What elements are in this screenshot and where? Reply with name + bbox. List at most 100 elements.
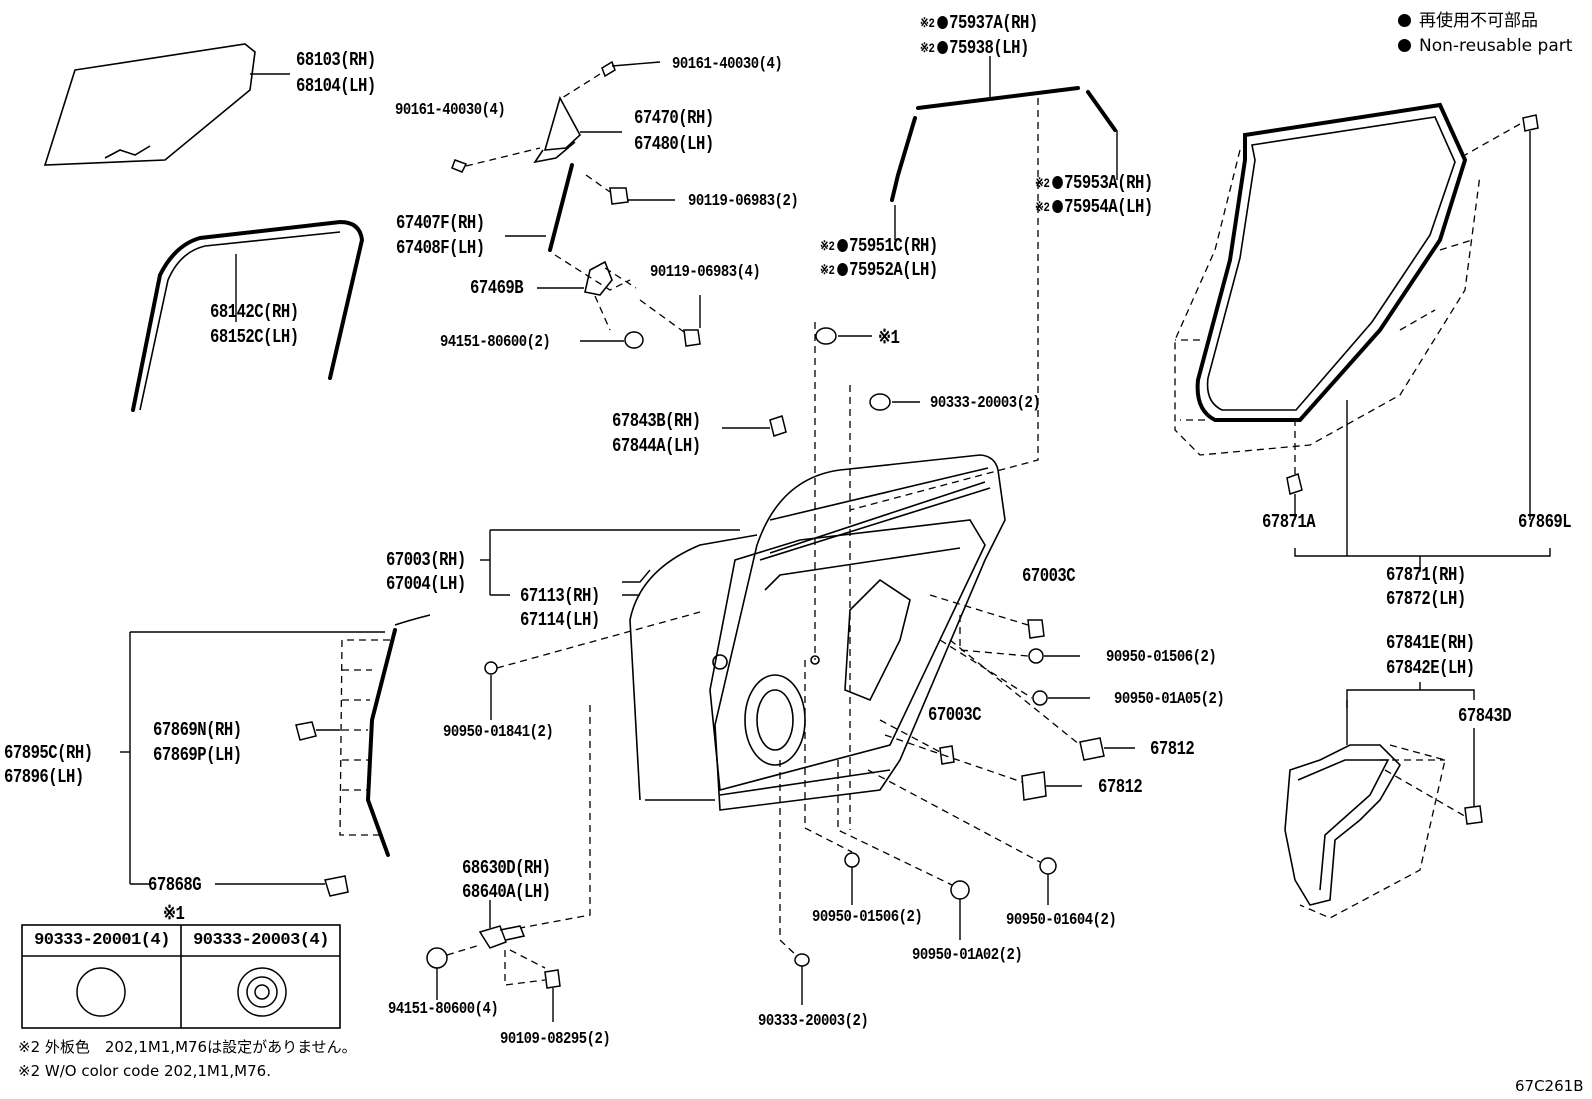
service-hole-cover-drawing xyxy=(1284,682,1483,919)
label-67869P[interactable]: 67869P(LH) xyxy=(153,744,242,766)
label-67871[interactable]: 67871(RH) xyxy=(1386,564,1466,586)
label-68630D[interactable]: 68630D(RH) xyxy=(462,857,551,879)
label-90109[interactable]: 90109-08295(2) xyxy=(500,1030,611,1049)
label-67869N[interactable]: 67869N(RH) xyxy=(153,719,242,741)
door-glass-drawing xyxy=(43,43,290,166)
door-opening-weatherstrip-drawing xyxy=(1174,102,1551,572)
label-75937A[interactable]: ※2 75937A(RH) xyxy=(920,11,1038,36)
note-en: ※2 W/O color code 202,1M1,M76. xyxy=(18,1062,271,1080)
door-check-part-drawing xyxy=(722,415,787,437)
non-reusable-dot-icon xyxy=(1398,39,1411,52)
table-header-90333-20001[interactable]: 90333-20001(4) xyxy=(34,931,170,950)
mark-x2: ※2 xyxy=(1035,200,1050,215)
label-67407F[interactable]: 67407F(RH) xyxy=(396,212,485,234)
label-67003C-mid[interactable]: 67003C xyxy=(928,704,982,726)
label-67868G[interactable]: 67868G xyxy=(148,874,202,896)
label-67469B[interactable]: 67469B xyxy=(470,277,524,299)
non-reusable-dot-icon xyxy=(936,41,948,54)
plug-size-table-drawing xyxy=(21,924,341,1029)
label-67869L[interactable]: 67869L xyxy=(1518,511,1572,533)
label-90950-01A05[interactable]: 90950-01A05(2) xyxy=(1114,690,1225,709)
label-67896[interactable]: 67896(LH) xyxy=(4,766,84,788)
label-90119-a[interactable]: 90119-06983(2) xyxy=(688,192,799,211)
label-75952A-text: 75952A(LH) xyxy=(849,259,938,281)
label-67843D[interactable]: 67843D xyxy=(1458,705,1512,727)
label-67872[interactable]: 67872(LH) xyxy=(1386,588,1466,610)
label-68142C[interactable]: 68142C(RH) xyxy=(210,301,299,323)
label-68104[interactable]: 68104(LH) xyxy=(296,75,376,97)
label-90333-bot[interactable]: 90333-20003(2) xyxy=(758,1012,869,1031)
label-75954A[interactable]: ※2 75954A(LH) xyxy=(1035,195,1153,220)
illustration-code: 67C261B xyxy=(1515,1077,1584,1095)
label-x1-table: ※1 xyxy=(163,903,185,925)
non-reusable-dot-icon xyxy=(1051,200,1063,213)
non-reusable-dot-icon xyxy=(1051,176,1063,189)
label-75952A[interactable]: ※2 75952A(LH) xyxy=(820,258,938,283)
legend-jp-text: 再使用不可部品 xyxy=(1419,11,1538,31)
hole-plugs-drawing xyxy=(814,322,920,830)
label-90161-top[interactable]: 90161-40030(4) xyxy=(672,55,783,74)
note-jp: ※2 外板色 202,1M1,M76は設定がありません。 xyxy=(18,1038,357,1056)
legend-non-reusable-en: Non-reusable part xyxy=(1398,34,1572,58)
bottom-grommets-drawing xyxy=(779,660,1057,1005)
label-75953A[interactable]: ※2 75953A(RH) xyxy=(1035,171,1153,196)
label-68640A[interactable]: 68640A(LH) xyxy=(462,881,551,903)
label-67004[interactable]: 67004(LH) xyxy=(386,573,466,595)
legend-en-text: Non-reusable part xyxy=(1419,36,1573,56)
label-67003[interactable]: 67003(RH) xyxy=(386,549,466,571)
label-75938-text: 75938(LH) xyxy=(949,37,1029,59)
label-x1-plug: ※1 xyxy=(878,327,900,349)
label-75951C-text: 75951C(RH) xyxy=(849,235,938,257)
label-68152C[interactable]: 68152C(LH) xyxy=(210,326,299,348)
label-67844A[interactable]: 67844A(LH) xyxy=(612,435,701,457)
mark-x2: ※2 xyxy=(920,41,935,56)
rear-door-panel-drawing xyxy=(480,454,1006,811)
table-header-90333-20003[interactable]: 90333-20003(4) xyxy=(193,931,329,950)
label-67895C[interactable]: 67895C(RH) xyxy=(4,742,93,764)
mark-x2: ※2 xyxy=(1035,176,1050,191)
quarter-window-drawing xyxy=(451,60,675,205)
label-75953A-text: 75953A(RH) xyxy=(1064,172,1153,194)
label-67841E[interactable]: 67841E(RH) xyxy=(1386,632,1475,654)
label-68103[interactable]: 68103(RH) xyxy=(296,49,376,71)
mark-x2: ※2 xyxy=(920,16,935,31)
front-weatherstrip-drawing xyxy=(120,614,431,897)
window-moulding-drawing xyxy=(849,56,1118,511)
label-90950-01A02[interactable]: 90950-01A02(2) xyxy=(912,946,1023,965)
door-grommets-drawing xyxy=(484,594,1135,801)
label-67812-bot[interactable]: 67812 xyxy=(1098,776,1143,798)
label-67812-top[interactable]: 67812 xyxy=(1150,738,1195,760)
label-67470[interactable]: 67470(RH) xyxy=(634,107,714,129)
label-90950-01604[interactable]: 90950-01604(2) xyxy=(1006,911,1117,930)
label-67871A[interactable]: 67871A xyxy=(1262,511,1316,533)
label-67113[interactable]: 67113(RH) xyxy=(520,585,600,607)
label-67408F[interactable]: 67408F(LH) xyxy=(396,237,485,259)
label-90950-01841[interactable]: 90950-01841(2) xyxy=(443,723,554,742)
label-90119-b[interactable]: 90119-06983(4) xyxy=(650,263,761,282)
non-reusable-dot-icon xyxy=(1398,14,1411,27)
division-bar-drawing xyxy=(505,163,701,349)
mark-x2: ※2 xyxy=(820,263,835,278)
label-90161-left[interactable]: 90161-40030(4) xyxy=(395,101,506,120)
label-90333-mid[interactable]: 90333-20003(2) xyxy=(930,394,1041,413)
label-75954A-text: 75954A(LH) xyxy=(1064,196,1153,218)
label-75951C[interactable]: ※2 75951C(RH) xyxy=(820,234,938,259)
label-94151-bot[interactable]: 94151-80600(4) xyxy=(388,1000,499,1019)
label-90950-01506-a[interactable]: 90950-01506(2) xyxy=(1106,648,1217,667)
non-reusable-dot-icon xyxy=(936,16,948,29)
label-75937A-text: 75937A(RH) xyxy=(949,12,1038,34)
legend-non-reusable-jp: 再使用不可部品 xyxy=(1398,9,1538,33)
door-hinge-drawing xyxy=(426,705,591,1022)
label-67003C-top[interactable]: 67003C xyxy=(1022,565,1076,587)
label-67114[interactable]: 67114(LH) xyxy=(520,609,600,631)
label-94151-top[interactable]: 94151-80600(2) xyxy=(440,333,551,352)
label-67480[interactable]: 67480(LH) xyxy=(634,133,714,155)
label-67842E[interactable]: 67842E(LH) xyxy=(1386,657,1475,679)
glass-run-channel-drawing xyxy=(131,219,365,412)
non-reusable-dot-icon xyxy=(836,263,848,276)
mark-x2: ※2 xyxy=(820,239,835,254)
label-67843B[interactable]: 67843B(RH) xyxy=(612,410,701,432)
label-75938[interactable]: ※2 75938(LH) xyxy=(920,36,1029,61)
label-90950-01506-b[interactable]: 90950-01506(2) xyxy=(812,908,923,927)
